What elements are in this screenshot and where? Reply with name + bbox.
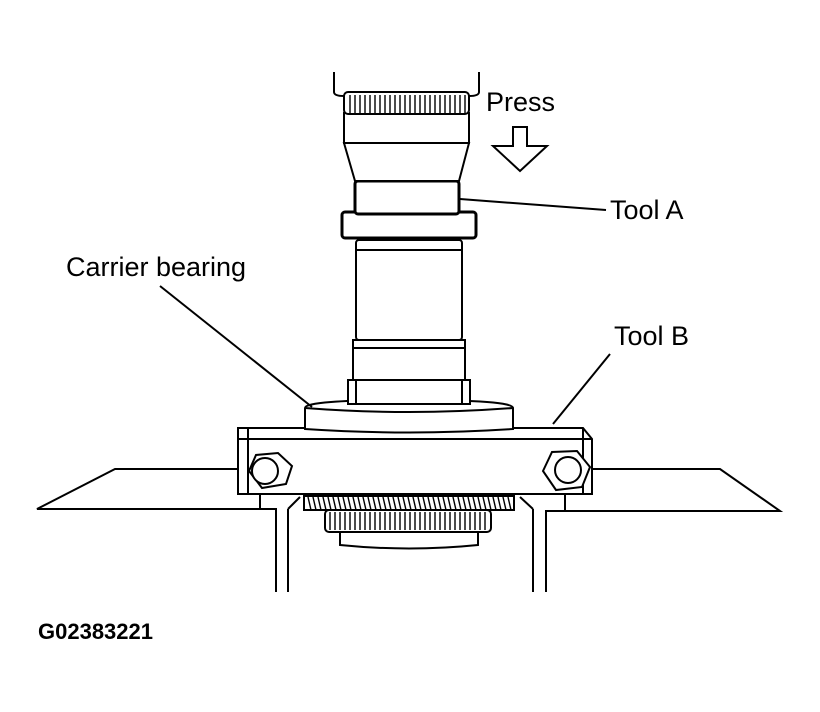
- support-plate-right: [564, 468, 784, 512]
- figure-code: G02383221: [38, 619, 153, 644]
- support-wall-right-outer: [545, 510, 565, 592]
- tool-b-label: Tool B: [614, 321, 689, 351]
- press-label: Press: [486, 87, 555, 117]
- ring-gear: [303, 495, 515, 550]
- carrier-bearing: [304, 398, 514, 434]
- tool-b: [237, 427, 593, 495]
- support-table: [36, 468, 784, 592]
- tool-a-collar: [353, 179, 461, 216]
- carrier-bearing-leader: [159, 285, 313, 408]
- bolt-left-icon: [247, 451, 294, 490]
- tool-a: [340, 179, 478, 240]
- support-plate-left: [36, 468, 261, 510]
- support-wall-left-outer: [260, 508, 277, 592]
- tool-a-flange: [340, 210, 478, 240]
- shaft: [347, 239, 471, 405]
- press-arrow-icon: [490, 126, 550, 173]
- tool-a-label: Tool A: [610, 195, 684, 225]
- carrier-bearing-label: Carrier bearing: [66, 252, 246, 282]
- tool-b-body: [237, 427, 593, 495]
- tool-a-leader: [459, 198, 607, 211]
- press-ram: [333, 72, 480, 182]
- bolt-right-icon: [541, 449, 592, 492]
- tool-b-leader: [552, 353, 611, 425]
